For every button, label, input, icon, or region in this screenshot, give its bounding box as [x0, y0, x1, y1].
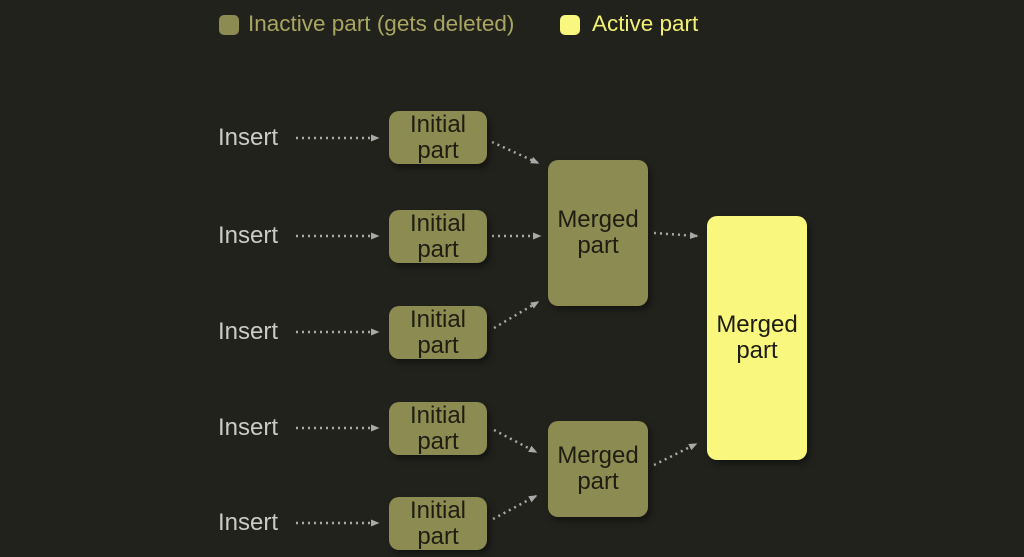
- arrow-init3-merged-top: [493, 300, 540, 330]
- arrow-init5-merged-bottom: [492, 494, 538, 521]
- insert-label-3: Insert: [218, 318, 279, 345]
- insert-label-5: Insert: [218, 509, 279, 536]
- arrow-init1-merged-top: [491, 140, 540, 165]
- node-initial-part-3: Initial part: [389, 306, 487, 359]
- legend-swatch-inactive: [219, 15, 239, 35]
- insert-label-4: Insert: [218, 414, 279, 441]
- node-merged-part-top: Merged part: [548, 160, 648, 306]
- arrow-init4-merged-bottom: [493, 428, 538, 454]
- arrow-mergedbottom-final: [653, 442, 698, 467]
- legend-label-active: Active part: [592, 11, 699, 36]
- node-initial-part-5: Initial part: [389, 497, 487, 550]
- insert-label-1: Insert: [218, 124, 279, 151]
- node-merged-part-bottom: Merged part: [548, 421, 648, 517]
- arrow-mergedtop-final: [653, 231, 699, 240]
- legend-label-inactive: Inactive part (gets deleted): [248, 11, 515, 36]
- legend-swatch-active: [560, 15, 580, 35]
- node-initial-part-4: Initial part: [389, 402, 487, 455]
- node-initial-part-2: Initial part: [389, 210, 487, 263]
- node-initial-part-1: Initial part: [389, 111, 487, 164]
- node-merged-part-final: Merged part: [707, 216, 807, 460]
- insert-label-2: Insert: [218, 222, 279, 249]
